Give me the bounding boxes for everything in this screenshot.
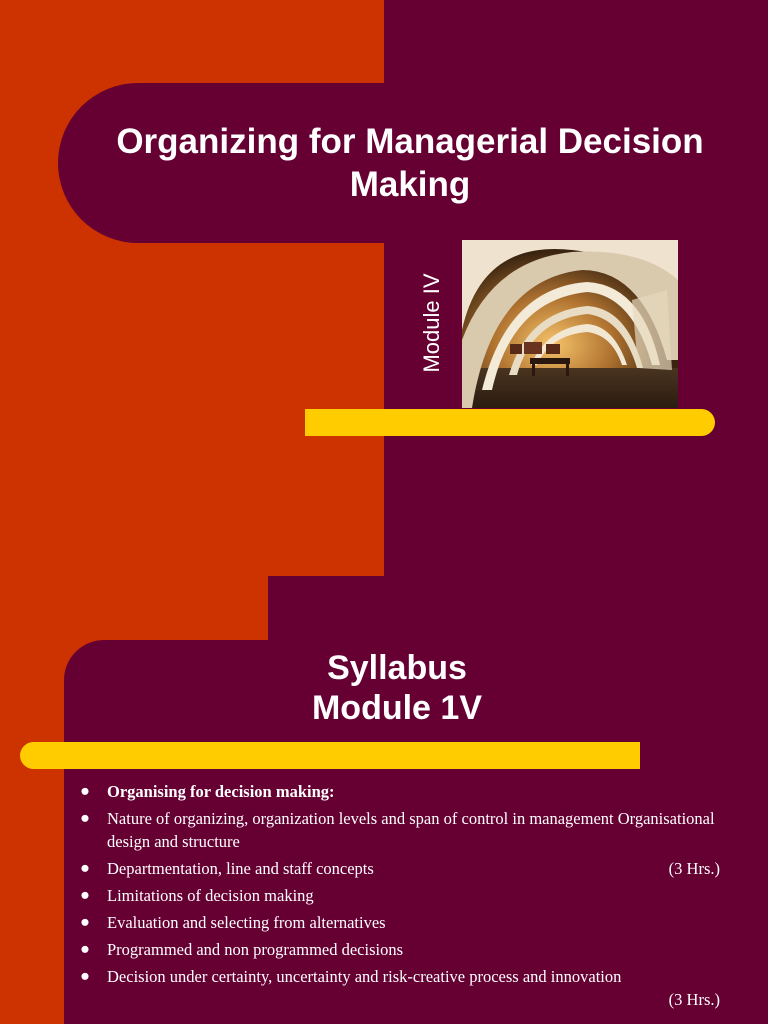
slide2-accent-bar [20,742,640,769]
bullet-icon: ● [80,886,90,904]
list-item: ● Decision under certainty, uncertainty … [80,965,720,1011]
bullet-icon: ● [80,859,90,877]
slide1-subtitle: Module IV [419,273,444,373]
bullet-icon: ● [80,782,90,800]
list-item: ● Evaluation and selecting from alternat… [80,911,720,934]
list-item-text: Limitations of decision making [107,886,314,905]
list-item-text: Decision under certainty, uncertainty an… [107,967,622,986]
list-item: ● Organising for decision making: [80,780,720,803]
list-item-text: Departmentation, line and staff concepts [107,859,374,878]
list-item-text: Evaluation and selecting from alternativ… [107,913,386,932]
bullet-icon: ● [80,809,90,827]
slide1-title-panel [58,83,768,243]
list-item: ● Limitations of decision making [80,884,720,907]
vaulted-arches-corridor-photo [462,240,678,408]
slide2-orange-strip-top [0,576,268,640]
hours-label: (3 Hrs.) [668,859,720,878]
list-item: ● Programmed and non programmed decision… [80,938,720,961]
list-item: ● Nature of organizing, organization lev… [80,807,720,853]
slide2-title-line2: Module 1V [311,689,483,727]
slide2-orange-strip-left [0,640,64,1024]
bullet-icon: ● [80,913,90,931]
bullet-icon: ● [80,940,90,958]
bullet-icon: ● [80,967,90,985]
list-item-text: Nature of organizing, organization level… [107,809,715,851]
slide1-title: Organizing for Managerial Decision Makin… [116,122,704,204]
slide2-title-line1: Syllabus [327,649,467,687]
hours-label: (3 Hrs.) [668,990,720,1009]
slide2-title: Syllabus Module 1V [60,648,734,728]
list-item-text: Organising for decision making: [107,782,335,801]
slide2-rounded-corner [64,640,144,720]
list-item-text: Programmed and non programmed decisions [107,940,404,959]
slide1-subtitle-container: Module IV [412,258,452,388]
syllabus-list: ● Organising for decision making: ● Natu… [80,780,720,1015]
slide1-accent-bar [305,409,715,436]
list-item: ● Departmentation, line and staff concep… [80,857,720,880]
